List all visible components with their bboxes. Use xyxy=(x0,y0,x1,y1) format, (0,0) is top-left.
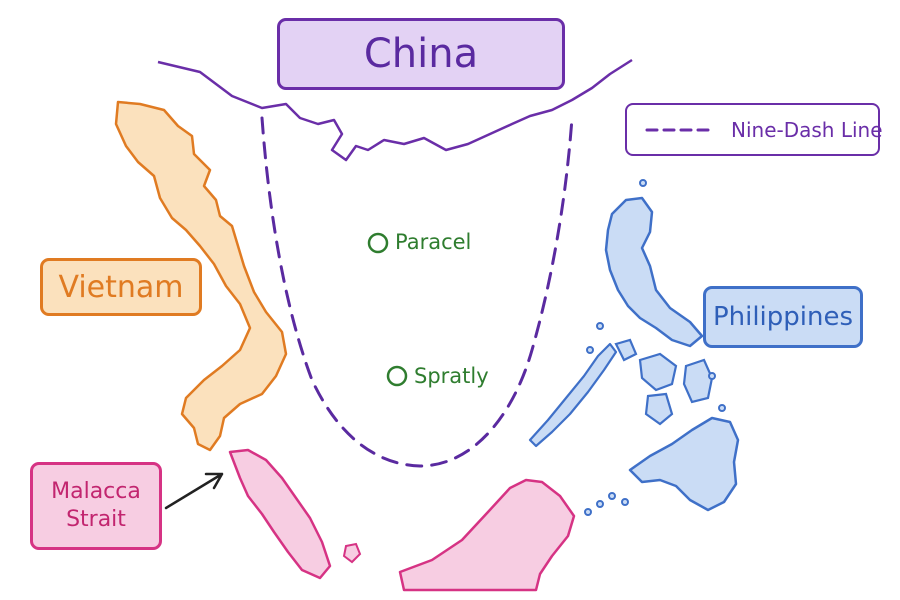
nine-dash-legend-swatch xyxy=(645,128,717,131)
malacca-label-text: Malacca Strait xyxy=(51,479,141,532)
nine-dash-line xyxy=(260,116,574,468)
islet xyxy=(708,372,716,380)
palawan-island xyxy=(528,342,618,448)
mindanao-landmass xyxy=(628,416,740,512)
philippines-label: Philippines xyxy=(703,286,863,348)
philippines-landmass xyxy=(604,196,704,348)
islet xyxy=(596,322,604,330)
small-island xyxy=(342,542,362,564)
malacca-landmass xyxy=(228,448,332,580)
islet xyxy=(639,179,647,187)
islet xyxy=(608,492,616,500)
spratly-label: Spratly xyxy=(414,364,489,388)
china-label: China xyxy=(277,18,565,90)
islet xyxy=(596,500,604,508)
malacca-arrow xyxy=(164,472,224,510)
islet xyxy=(718,404,726,412)
islet xyxy=(621,498,629,506)
islet xyxy=(586,346,594,354)
visayas-island xyxy=(644,392,674,426)
vietnam-landmass xyxy=(114,100,288,452)
spratly-marker xyxy=(386,365,408,387)
malacca-label: Malacca Strait xyxy=(30,462,162,550)
paracel-marker xyxy=(367,232,389,254)
islet xyxy=(584,508,592,516)
vietnam-label: Vietnam xyxy=(40,258,202,316)
visayas-island xyxy=(682,358,714,404)
borneo-landmass xyxy=(398,478,576,592)
vietnam-label-text: Vietnam xyxy=(58,269,184,305)
nine-dash-legend-label: Nine-Dash Line xyxy=(731,117,883,142)
china-label-text: China xyxy=(363,31,479,77)
paracel-label: Paracel xyxy=(395,230,472,254)
china-coastline xyxy=(157,58,633,162)
visayas-island xyxy=(614,338,638,362)
map-legend: Nine-Dash Line xyxy=(625,103,883,156)
visayas-island xyxy=(638,352,678,392)
philippines-label-text: Philippines xyxy=(712,302,854,332)
